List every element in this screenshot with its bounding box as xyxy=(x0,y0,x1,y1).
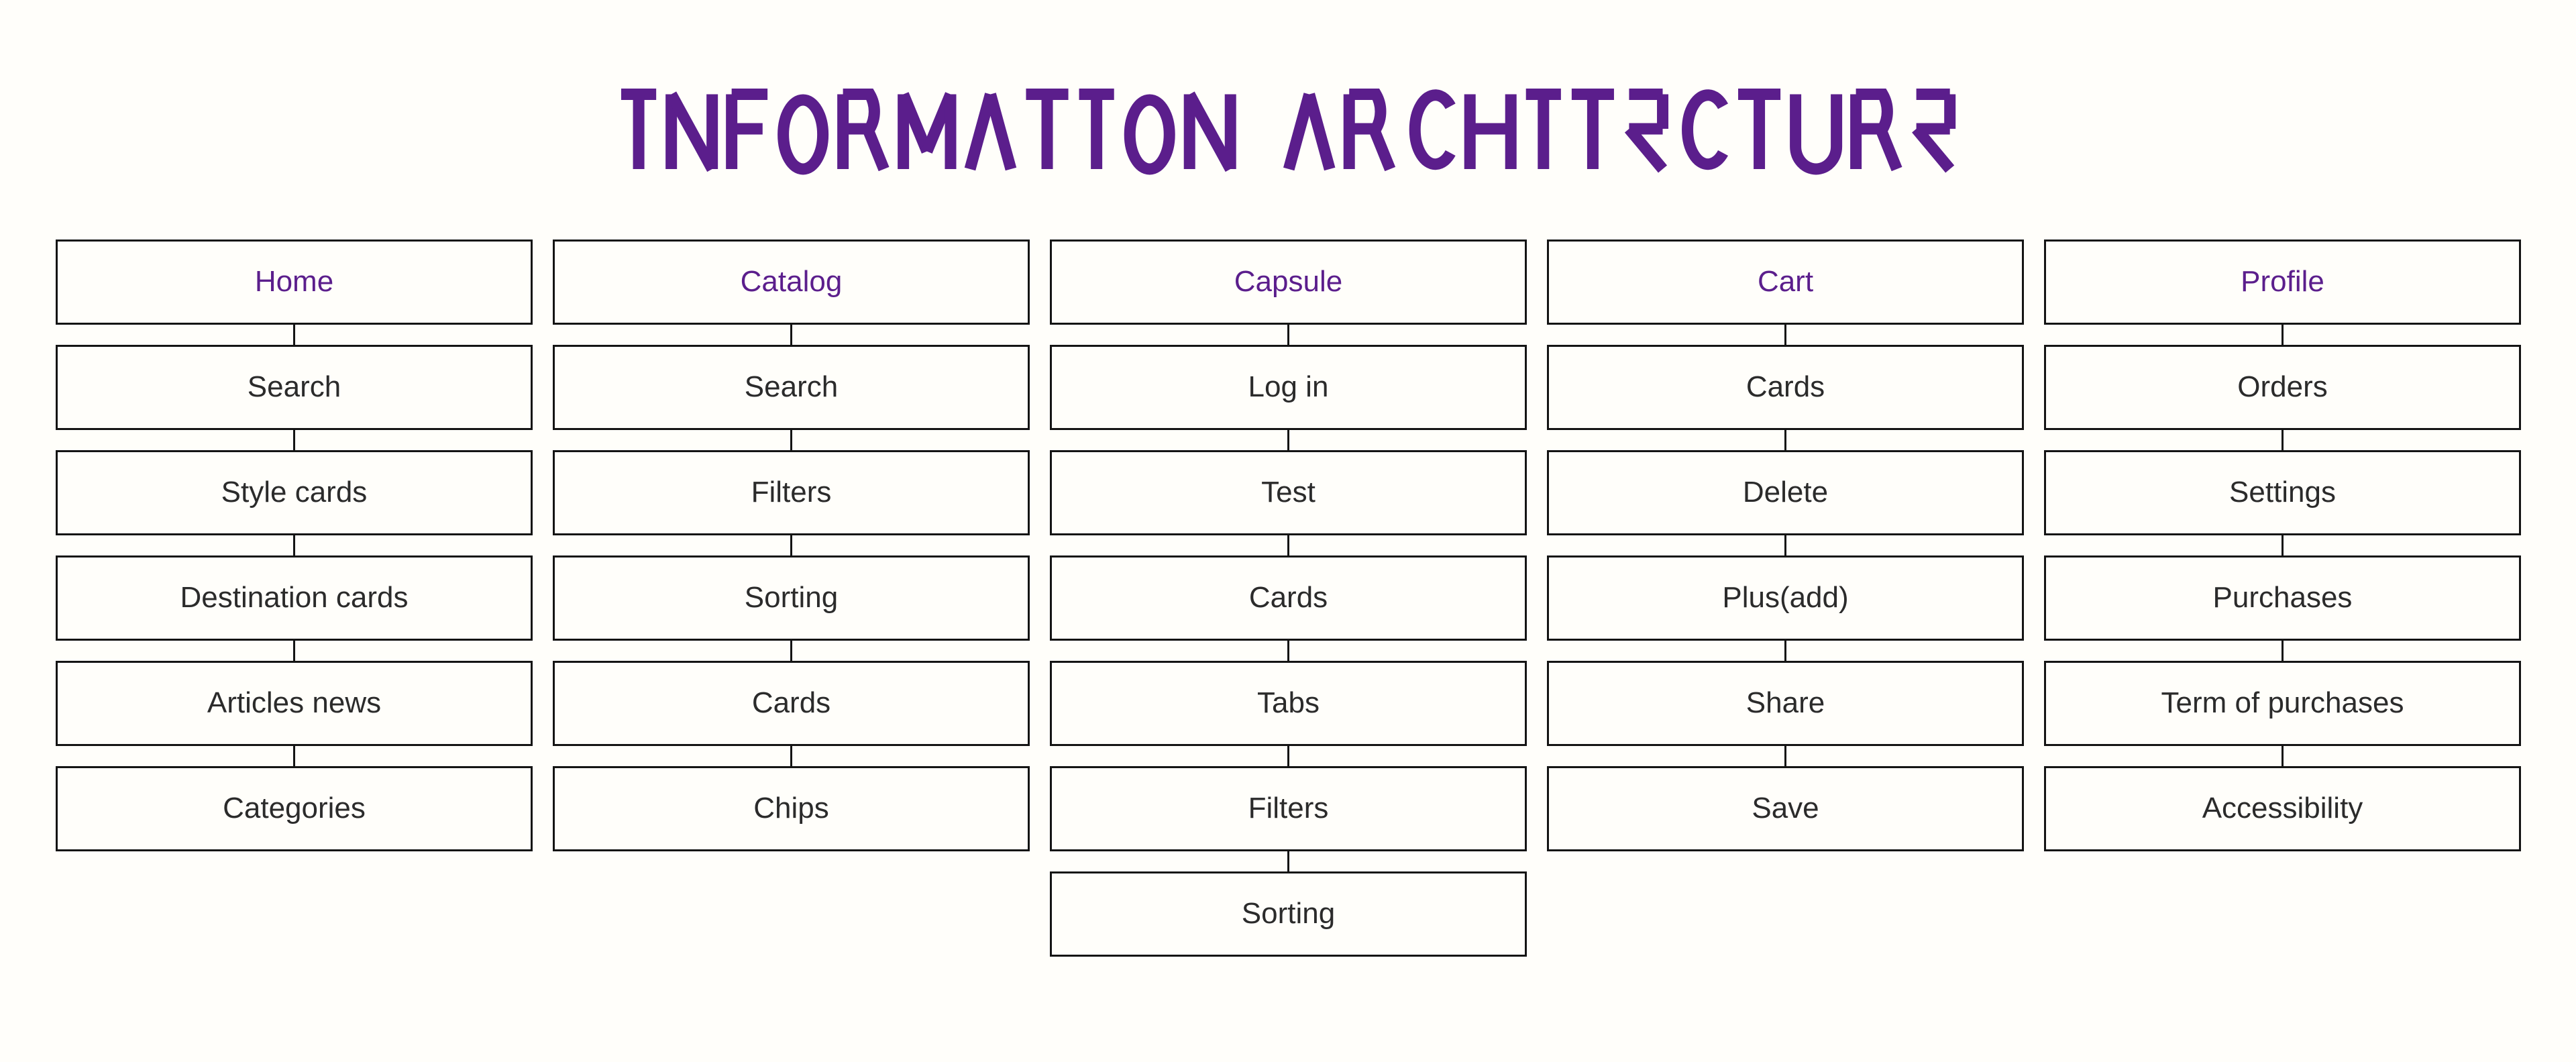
ia-child-node[interactable]: Search xyxy=(553,345,1030,450)
ia-child-node[interactable]: Share xyxy=(1547,661,2024,766)
ia-node-label: Cards xyxy=(751,686,831,720)
ia-child-node[interactable]: Articles news xyxy=(56,661,533,766)
ia-node-label: Filters xyxy=(751,476,832,509)
ia-node-label: Test xyxy=(1261,476,1316,509)
ia-node-label: Log in xyxy=(1248,370,1329,404)
ia-node-label: Cards xyxy=(1248,581,1328,615)
ia-child-node[interactable]: Delete xyxy=(1547,450,2024,555)
ia-child-node[interactable]: Search xyxy=(56,345,533,450)
ia-node-label: Filters xyxy=(1248,792,1329,825)
ia-node-label: Cards xyxy=(1746,370,1825,404)
ia-node-label: Delete xyxy=(1742,476,1829,509)
ia-node-label: Destination cards xyxy=(180,581,409,615)
ia-node-label: Categories xyxy=(223,792,366,825)
ia-root-node[interactable]: Profile xyxy=(2044,240,2521,345)
ia-node-label: Catalog xyxy=(740,265,843,299)
ia-child-node[interactable]: Settings xyxy=(2044,450,2521,555)
ia-child-node[interactable]: Cards xyxy=(553,661,1030,766)
ia-node-label: Plus(add) xyxy=(1722,581,1849,615)
ia-child-node[interactable]: Accessibility xyxy=(2044,766,2521,851)
ia-node-label: Save xyxy=(1752,792,1819,825)
ia-node-label: Search xyxy=(744,370,839,404)
ia-node-label: Articles news xyxy=(207,686,382,720)
ia-node-label: Share xyxy=(1746,686,1825,720)
ia-child-node[interactable]: Log in xyxy=(1050,345,1527,450)
ia-child-node[interactable]: Categories xyxy=(56,766,533,851)
ia-node-label: Chips xyxy=(753,792,829,825)
ia-root-node[interactable]: Catalog xyxy=(553,240,1030,345)
ia-child-node[interactable]: Filters xyxy=(1050,766,1527,871)
ia-root-node[interactable]: Home xyxy=(56,240,533,345)
ia-node-label: Settings xyxy=(2229,476,2336,509)
page-title-container xyxy=(0,87,2576,182)
ia-node-label: Accessibility xyxy=(2202,792,2363,825)
ia-root-node[interactable]: Capsule xyxy=(1050,240,1527,345)
ia-child-node[interactable]: Orders xyxy=(2044,345,2521,450)
ia-root-node[interactable]: Cart xyxy=(1547,240,2024,345)
ia-child-node[interactable]: Cards xyxy=(1050,555,1527,661)
ia-child-node[interactable]: Style cards xyxy=(56,450,533,555)
ia-node-label: Search xyxy=(247,370,341,404)
ia-node-label: Orders xyxy=(2237,370,2328,404)
page-title xyxy=(620,87,1956,179)
ia-node-label: Sorting xyxy=(744,581,839,615)
ia-child-node[interactable]: Save xyxy=(1547,766,2024,851)
ia-node-label: Profile xyxy=(2241,265,2324,299)
ia-node-label: Term of purchases xyxy=(2161,686,2404,720)
ia-child-node[interactable]: Term of purchases xyxy=(2044,661,2521,766)
ia-node-label: Capsule xyxy=(1234,265,1343,299)
ia-child-node[interactable]: Chips xyxy=(553,766,1030,851)
ia-node-label: Cart xyxy=(1757,265,1814,299)
ia-child-node[interactable]: Filters xyxy=(553,450,1030,555)
ia-child-node[interactable]: Cards xyxy=(1547,345,2024,450)
ia-child-node[interactable]: Sorting xyxy=(553,555,1030,661)
ia-node-label: Purchases xyxy=(2212,581,2353,615)
ia-child-node[interactable]: Test xyxy=(1050,450,1527,555)
ia-child-node[interactable]: Destination cards xyxy=(56,555,533,661)
ia-child-node[interactable]: Plus(add) xyxy=(1547,555,2024,661)
ia-child-node[interactable]: Purchases xyxy=(2044,555,2521,661)
ia-node-label: Sorting xyxy=(1241,897,1336,931)
ia-node-label: Style cards xyxy=(221,476,368,509)
ia-child-node[interactable]: Sorting xyxy=(1050,871,1527,957)
ia-node-label: Tabs xyxy=(1257,686,1320,720)
ia-node-label: Home xyxy=(254,265,334,299)
ia-child-node[interactable]: Tabs xyxy=(1050,661,1527,766)
